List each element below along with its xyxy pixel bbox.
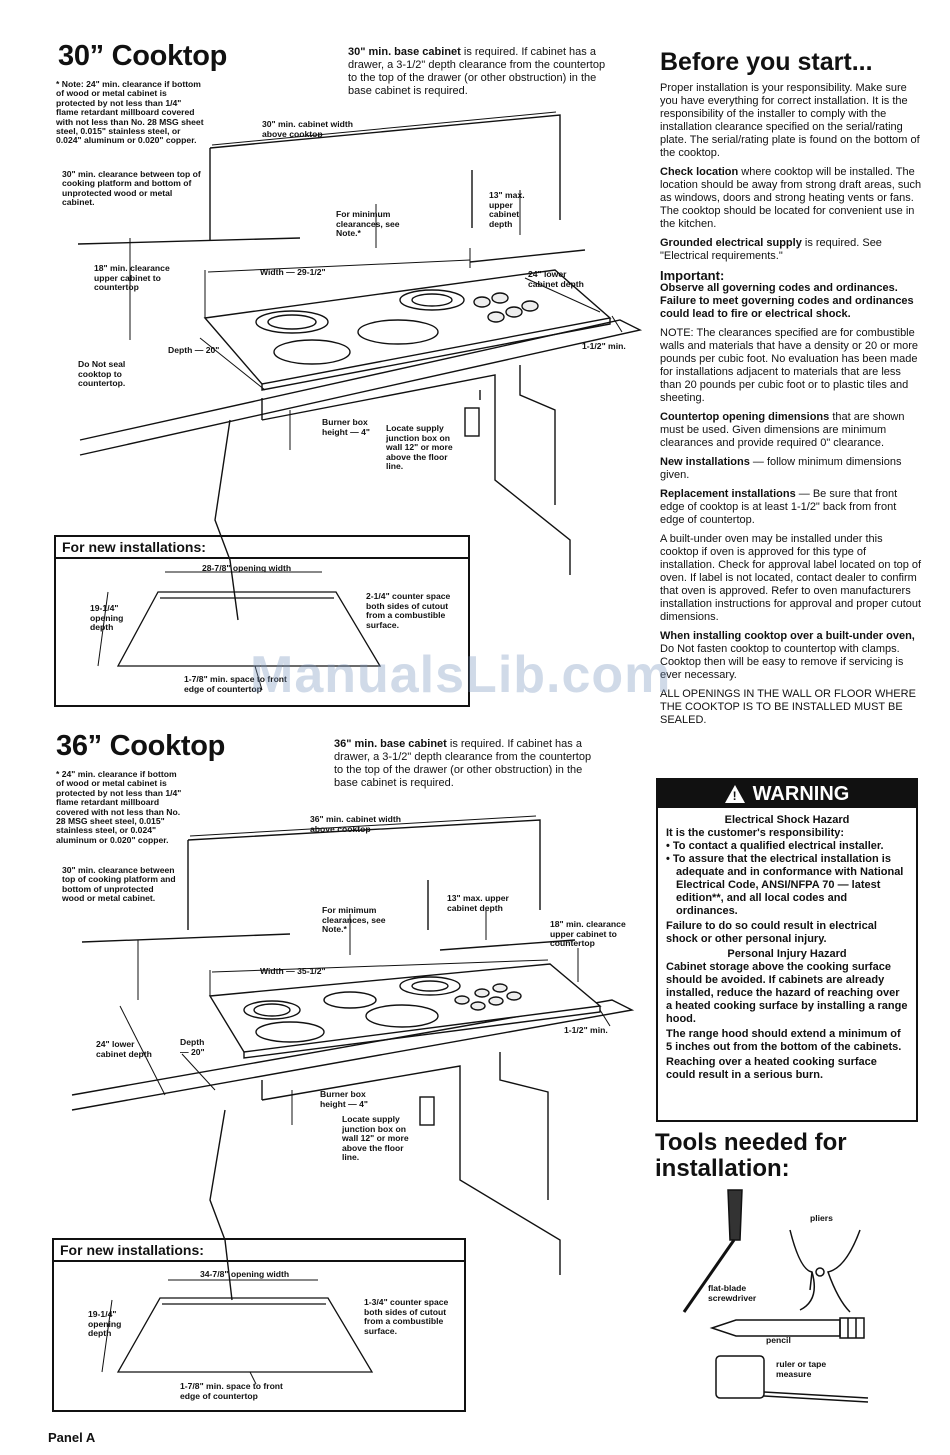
section30-intro-rest: is required. If cabinet has a drawer, a … xyxy=(348,46,606,97)
lbl36-depth: Depth — 20" xyxy=(180,1037,205,1057)
tool-screwdriver-label: flat-blade screwdriver xyxy=(708,1283,757,1303)
lbl36-cab-width: 36" min. cabinet width above cooktop xyxy=(310,814,401,834)
warning-triangle-icon: ! xyxy=(724,785,745,803)
rp8: When installing cooktop over a built-und… xyxy=(660,630,922,682)
section30-note1: * Note: 24" min. clearance if bottom of … xyxy=(56,79,204,146)
new-install-36-title: For new installations: xyxy=(54,1240,464,1262)
rp4-rest: that are shown must be used. Given dimen… xyxy=(660,411,905,449)
section30-note2: 30" min. clearance between top of cookin… xyxy=(62,169,201,208)
tool-pliers-label: pliers xyxy=(810,1213,833,1223)
cut36-counter-space: 1-3/4" counter space both sides of cutou… xyxy=(364,1297,449,1336)
rp4-bold: Countertop opening dimensions xyxy=(660,411,830,423)
lbl30-junction: Locate supply junction box on wall 12" o… xyxy=(386,423,453,472)
rp6-bold: Replacement installations xyxy=(660,488,796,500)
lbl30-noseal: Do Not seal cooktop to countertop. xyxy=(78,359,126,389)
lbl30-upper-depth: 13" max. upper cabinet depth xyxy=(489,190,525,229)
cut36-opening-width: 34-7/8" opening width xyxy=(200,1269,290,1279)
lbl36-upper-depth: 13" max. upper cabinet depth xyxy=(447,893,509,913)
warning-item-2: • To assure that the electrical installa… xyxy=(666,853,904,917)
rp2-bold: Check location xyxy=(660,166,739,178)
rp3-rest: is required. See "Electrical requirement… xyxy=(660,237,882,262)
lbl30-cab-width: 30" min. cabinet width above cooktop xyxy=(262,119,353,139)
tool-pencil-label: pencil xyxy=(766,1335,791,1345)
rp5-rest: — follow minimum dimensions given. xyxy=(660,456,902,481)
cut30-front-space: 1-7/8" min. space to front edge of count… xyxy=(184,674,287,694)
warning-title: WARNING xyxy=(752,782,850,805)
warning-body: Electrical Shock Hazard It is the custom… xyxy=(658,808,916,1088)
warning-list: • To contact a qualified electrical inst… xyxy=(666,840,908,918)
new-install-30-title: For new installations: xyxy=(56,537,468,559)
rp3-bold: Grounded electrical supply xyxy=(660,237,802,249)
lbl30-width: Width — 29-1/2" xyxy=(260,267,326,277)
pliers-icon xyxy=(789,1229,861,1313)
warning-c1: Cabinet storage above the cooking surfac… xyxy=(666,961,908,1025)
rp-note: NOTE: The clearances specified are for c… xyxy=(660,327,919,404)
section30-intro: 30" min. base cabinet is required. If ca… xyxy=(348,46,610,98)
warning-fail: Failure to do so could result in electri… xyxy=(666,920,877,945)
footer-panel-label: Panel A xyxy=(48,1430,96,1445)
warning-resp: It is the customer's responsibility: xyxy=(666,827,845,839)
tools-title: Tools needed for installation: xyxy=(655,1129,847,1182)
lbl30-lower-depth: 24" lower cabinet depth xyxy=(528,269,584,289)
lbl30-burner: Burner box height — 4" xyxy=(322,417,370,437)
section36-intro: 36" min. base cabinet is required. If ca… xyxy=(334,738,596,790)
lbl30-18: 18" min. clearance upper cabinet to coun… xyxy=(94,263,170,293)
rp7: A built-under oven may be installed unde… xyxy=(660,533,922,623)
rp4: Countertop opening dimensions that are s… xyxy=(660,411,922,450)
cut36-opening-depth: 19-1/4" opening depth xyxy=(88,1309,122,1339)
warning-c3: Reaching over a heated cooking surface c… xyxy=(666,1056,877,1081)
warning-box: ! WARNING Electrical Shock Hazard It is … xyxy=(656,778,918,1122)
warning-sub1: Electrical Shock Hazard xyxy=(724,814,850,826)
rp2: Check location where cooktop will be ins… xyxy=(660,166,922,231)
rp3: Grounded electrical supply is required. … xyxy=(660,237,922,263)
section36-note1: * 24" min. clearance if bottom of wood o… xyxy=(56,769,182,845)
lbl36-lower-depth: 24" lower cabinet depth xyxy=(96,1039,152,1059)
cut30-opening-width: 28-7/8" opening width xyxy=(202,563,292,573)
section36-intro-bold: 36" min. base cabinet xyxy=(334,738,447,750)
lbl30-112: 1-1/2" min. xyxy=(582,341,626,351)
warning-header: ! WARNING xyxy=(658,780,916,808)
lbl30-min-clear: For minimum clearances, see Note.* xyxy=(336,209,400,239)
new-install-36: For new installations: xyxy=(52,1238,466,1412)
warning-item-1: • To contact a qualified electrical inst… xyxy=(666,840,884,852)
cut36-front-space: 1-7/8" min. space to front edge of count… xyxy=(180,1381,283,1401)
section30-title: 30” Cooktop xyxy=(58,40,228,72)
rp6: Replacement installations — Be sure that… xyxy=(660,488,922,527)
rp8-rest: Do Not fasten cooktop to countertop with… xyxy=(660,643,904,681)
section36-title: 36” Cooktop xyxy=(56,730,226,762)
new-install-30: For new installations: xyxy=(54,535,470,707)
before-you-start-title: Before you start... xyxy=(660,48,873,76)
important-text: Observe all governing codes and ordinanc… xyxy=(660,282,914,320)
warning-c2: The range hood should extend a minimum o… xyxy=(666,1028,902,1053)
rp8-bold: When installing cooktop over a built-und… xyxy=(660,630,915,642)
lbl36-112: 1-1/2" min. xyxy=(564,1025,608,1035)
rp5: New installations — follow minimum dimen… xyxy=(660,456,922,482)
watermark: ManualsLib.com xyxy=(250,646,672,704)
rp9: ALL OPENINGS IN THE WALL OR FLOOR WHERE … xyxy=(660,688,916,726)
cut30-opening-depth: 19-1/4" opening depth xyxy=(90,603,124,633)
lbl36-18: 18" min. clearance upper cabinet to coun… xyxy=(550,919,626,949)
lbl36-junction: Locate supply junction box on wall 12" o… xyxy=(342,1114,409,1163)
lbl36-width: Width — 35-1/2" xyxy=(260,966,326,976)
rp2-rest: where cooktop will be installed. The loc… xyxy=(660,166,922,230)
before-you-start: Before you start... Proper installation … xyxy=(660,48,922,733)
important-head: Important: xyxy=(660,268,725,283)
section36-note2: 30" min. clearance between top of cookin… xyxy=(62,865,176,904)
warning-sub2: Personal Injury Hazard xyxy=(727,948,847,960)
lbl30-depth: Depth — 20" xyxy=(168,345,220,355)
lbl36-burner: Burner box height — 4" xyxy=(320,1089,368,1109)
rp5-bold: New installations xyxy=(660,456,750,468)
rp6-rest: — Be sure that front edge of cooktop is … xyxy=(660,488,898,526)
section36-intro-rest: is required. If cabinet has a drawer, a … xyxy=(334,738,592,789)
lbl36-min-clear: For minimum clearances, see Note.* xyxy=(322,905,386,935)
cut30-counter-space: 2-1/4" counter space both sides of cutou… xyxy=(366,591,451,630)
tool-ruler-label: ruler or tape measure xyxy=(776,1359,827,1379)
rp1: Proper installation is your responsibili… xyxy=(660,82,920,159)
section30-intro-bold: 30" min. base cabinet xyxy=(348,46,461,58)
